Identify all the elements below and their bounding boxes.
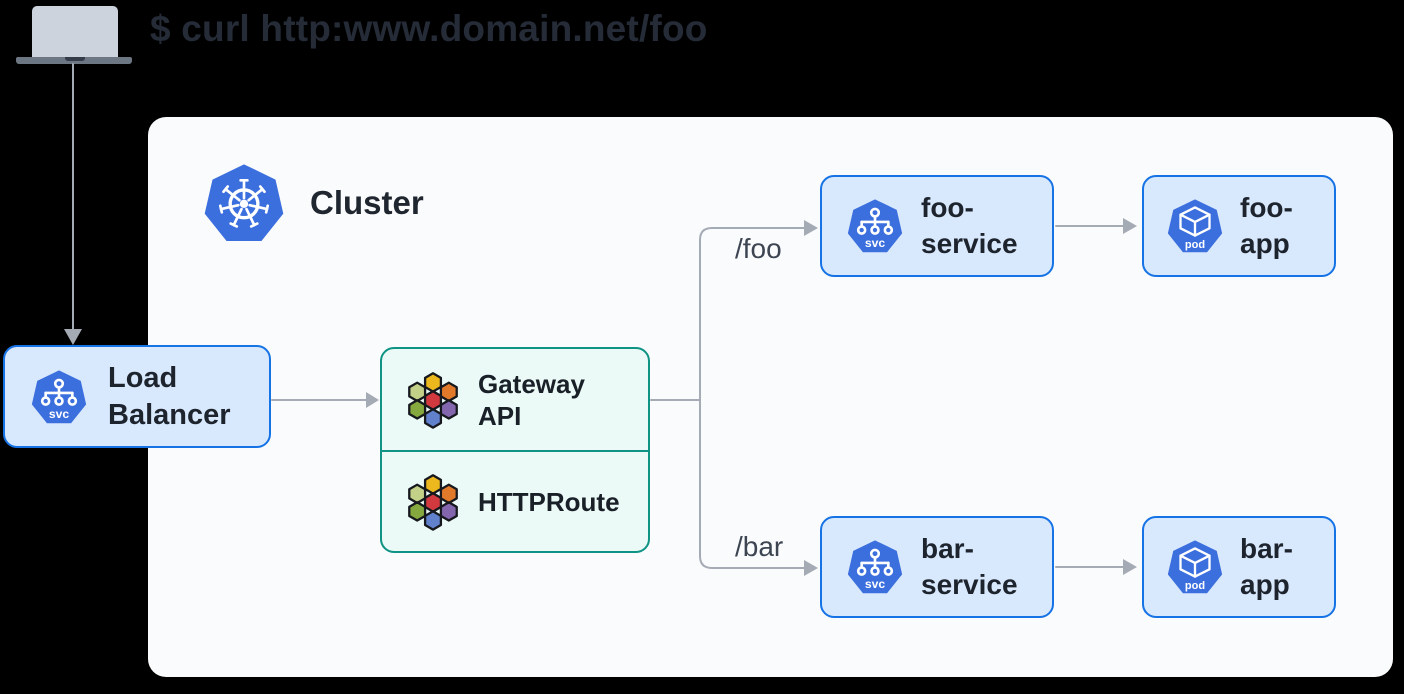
foo-app-node: pod foo-app [1142,175,1336,277]
svc-badge-label: svc [865,236,886,250]
kubernetes-svc-icon: svc [847,540,903,594]
gateway-api-logo-icon [408,371,458,429]
httproute-logo-icon [408,473,458,531]
arrowhead-laptop-to-lb [64,329,82,345]
bar-app-node: pod bar-app [1142,516,1336,618]
pod-badge-label: pod [1185,580,1205,592]
laptop-screen [32,6,118,57]
gateway-api-section: Gateway API [382,349,648,450]
route-bar-label: /bar [735,531,784,562]
route-foo-label: /foo [735,233,782,264]
bar-service-label: bar-service [921,533,1018,600]
cluster-title: Cluster [310,184,424,221]
laptop-notch [65,57,85,61]
foo-service-node: svc foo-service [820,175,1054,277]
kubernetes-pod-icon: pod [1167,540,1223,594]
gateway-box: Gateway API HTTPRoute [380,347,650,553]
bar-service-node: svc bar-service [820,516,1054,618]
svc-badge-label: svc [49,406,70,420]
laptop-icon [16,6,132,64]
kubernetes-svc-icon: svc [31,369,87,423]
svc-badge-label: svc [865,577,886,591]
load-balancer-node: svc Load Balancer [3,345,271,448]
pod-badge-label: pod [1185,239,1205,251]
gateway-api-label: Gateway API [478,368,585,431]
foo-app-label: foo-app [1240,192,1293,259]
bar-app-label: bar-app [1240,533,1293,600]
load-balancer-label: Load Balancer [108,361,231,431]
curl-command-text: $ curl http:www.domain.net/foo [150,8,708,49]
cluster-header: Cluster [202,162,424,244]
kubernetes-pod-icon: pod [1167,199,1223,253]
httproute-label: HTTPRoute [478,486,620,517]
kubernetes-logo-icon [204,164,284,241]
httproute-section: HTTPRoute [382,450,648,551]
kubernetes-svc-icon: svc [847,199,903,253]
foo-service-label: foo-service [921,192,1018,259]
